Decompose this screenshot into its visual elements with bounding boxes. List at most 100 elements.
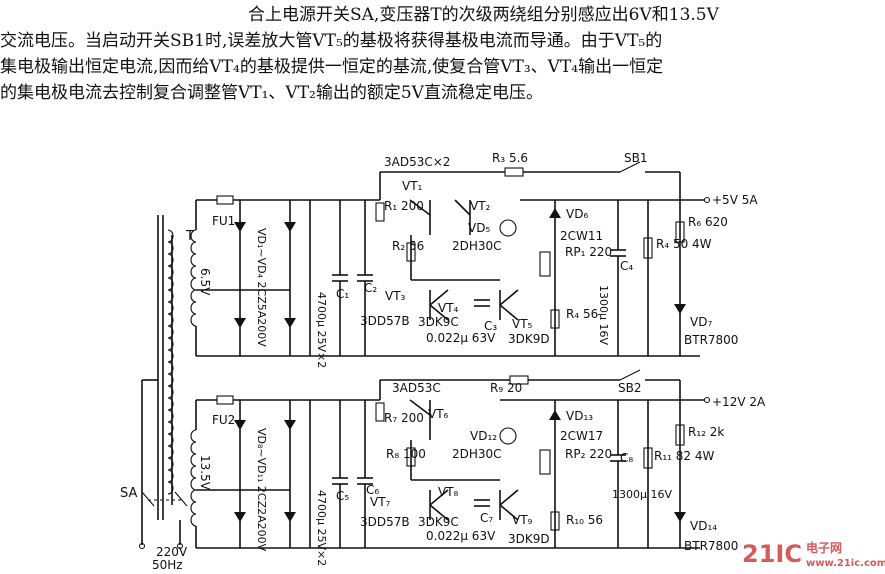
transformer: T 6.5V 13.5V [157,215,212,527]
vt8-part: 3DK9C [418,515,459,529]
c7-label: C₇ [480,511,493,525]
bottom-filter-cap-value: 4700μ 25V×2 [315,490,328,566]
top-filter-cap-value: 4700μ 25V×2 [315,292,328,368]
bridge2-diode-4 [284,512,296,522]
vd5-part: 2DH30C [452,239,502,253]
r8-label: R₈ 100 [386,447,426,461]
vd14-part: BTR7800 [684,539,738,553]
vd7-label: VD₇ [690,315,712,329]
c7-value: 0.022μ 63V [426,529,496,543]
c4-value: 1300μ 16V [597,285,610,345]
vt1-label: VT₁ [402,179,423,193]
c6-label: C₆ [366,483,379,497]
vt8-label: VT₈ [438,485,459,499]
vt9-label: VT₉ [512,513,533,527]
rp1-label: RP₁ 220 [565,245,612,259]
r6-label: R₆ 620 [688,215,728,229]
r9-label: R₉ 20 [490,381,522,395]
vd6-zener [549,208,561,218]
ac-input: SA 220V 50Hz [120,379,188,572]
bridge-diode-2 [284,222,296,232]
r11-label: R₁₁ 82 4W [654,449,714,463]
vd13-part: 2CW17 [560,429,603,443]
bottom-bridge-label: VD₈~VD₁₁ 2CZ2A200V [255,428,268,552]
bottom-winding-voltage: 13.5V [198,455,212,491]
ac-frequency-label: 50Hz [152,558,183,572]
r12-resistor [675,424,685,446]
sa-switch-blade [141,491,155,507]
fu2-fuse [216,395,234,405]
vd6-part: 2CW11 [560,229,603,243]
bridge-diode-4 [284,318,296,328]
c5-label: C₅ [336,489,349,503]
rp2-pot [539,449,551,475]
c4-label: C₄ [620,259,633,273]
vt3-label: VT₃ [385,289,406,303]
transformer-label: T [185,229,194,244]
vd12-diode [499,427,517,445]
bridge2-diode-3 [234,512,246,522]
vd14-led [674,512,686,522]
c1-label: C₁ [336,287,349,301]
r4-low-label: R₄ 56 [566,307,598,321]
description-line-3: 集电极输出恒定电流,因而给VT₄的基极提供一恒定的基流,使复合管VT₃、VT₄输… [0,57,664,77]
r12-label: R₁₂ 2k [688,425,724,439]
r4-resistor [643,237,653,259]
vt7-label: VT₇ [370,495,391,509]
top-bridge-label: VD₁~VD₄ 2CZ5A200V [255,228,268,347]
bridge-diode-1 [234,222,246,232]
vt4-part: 3DK9C [418,315,459,329]
vd6-label: VD₆ [566,207,588,221]
description-line-1: 合上电源开关SA,变压器T的次级两绕组分别感应出6V和13.5V [248,5,719,25]
r3-resistor [504,167,524,177]
vt7-part: 3DD57B [360,515,410,529]
vd13-zener [549,410,561,420]
watermark-logo: 21IC [742,540,802,568]
watermark-cn: 电子网 [806,540,842,555]
fu2-label: FU2 [212,413,235,427]
sb1-switch [619,161,641,173]
vd7-part: BTR7800 [684,333,738,347]
vt9-part: 3DK9D [508,532,550,546]
r1-resistor [375,202,385,222]
r3-label: R₃ 5.6 [492,151,528,165]
reg-pair-label: 3AD53C×2 [384,155,450,169]
top-output-label: +5V 5A [712,193,758,207]
sb2-label: SB2 [618,381,641,395]
vt3-part: 3DD57B [360,314,410,328]
fu1-fuse [216,195,234,205]
sa-label: SA [120,486,137,501]
r2-label: R₂ 56 [392,239,424,253]
vt2-label: VT₂ [470,199,491,213]
vt4-label: VT₄ [438,301,459,315]
vt6-label: VT₆ [428,407,449,421]
vt5-part: 3DK9D [508,332,550,346]
top-supply: FU1 VD₁~VD₄ 2CZ5A200V 4700μ 25V×2 C₁ C₂ … [195,151,758,368]
watermark-url: www.21ic.com [806,558,885,569]
r10-resistor [550,511,560,531]
watermark: 21IC 电子网 www.21ic.com [742,540,885,569]
top-winding-voltage: 6.5V [198,268,212,296]
c3-label: C₃ [484,319,497,333]
bottom-output-label: +12V 2A [712,395,766,409]
bridge2-diode-2 [284,420,296,430]
c2-label: C₂ [364,281,377,295]
bottom-reg-label: 3AD53C [392,381,441,395]
r1-label: R₁ 200 [384,199,424,213]
ac-terminal-right [176,542,184,550]
vd12-label: VD₁₂ [470,429,497,443]
vd13-label: VD₁₃ [566,409,593,423]
vd5-label: VD₅ [468,221,490,235]
bridge2-diode-1 [234,420,246,430]
c8-label: C₈ [620,451,633,465]
sb1-label: SB1 [624,151,647,165]
r4-label: R₄ 50 4W [656,237,712,251]
r6-resistor [675,221,685,243]
description-line-4: 的集电极电流去控制复合调整管VT₁、VT₂输出的额定5V直流稳定电压。 [0,83,543,103]
r4-low-resistor [550,309,560,329]
ac-terminal-left [138,542,146,550]
description-line-2: 交流电压。当启动开关SB1时,误差放大管VT₅的基极将获得基极电流而导通。由于V… [0,31,663,51]
ac-voltage-label: 220V [156,545,188,559]
rp1-pot [539,251,551,277]
